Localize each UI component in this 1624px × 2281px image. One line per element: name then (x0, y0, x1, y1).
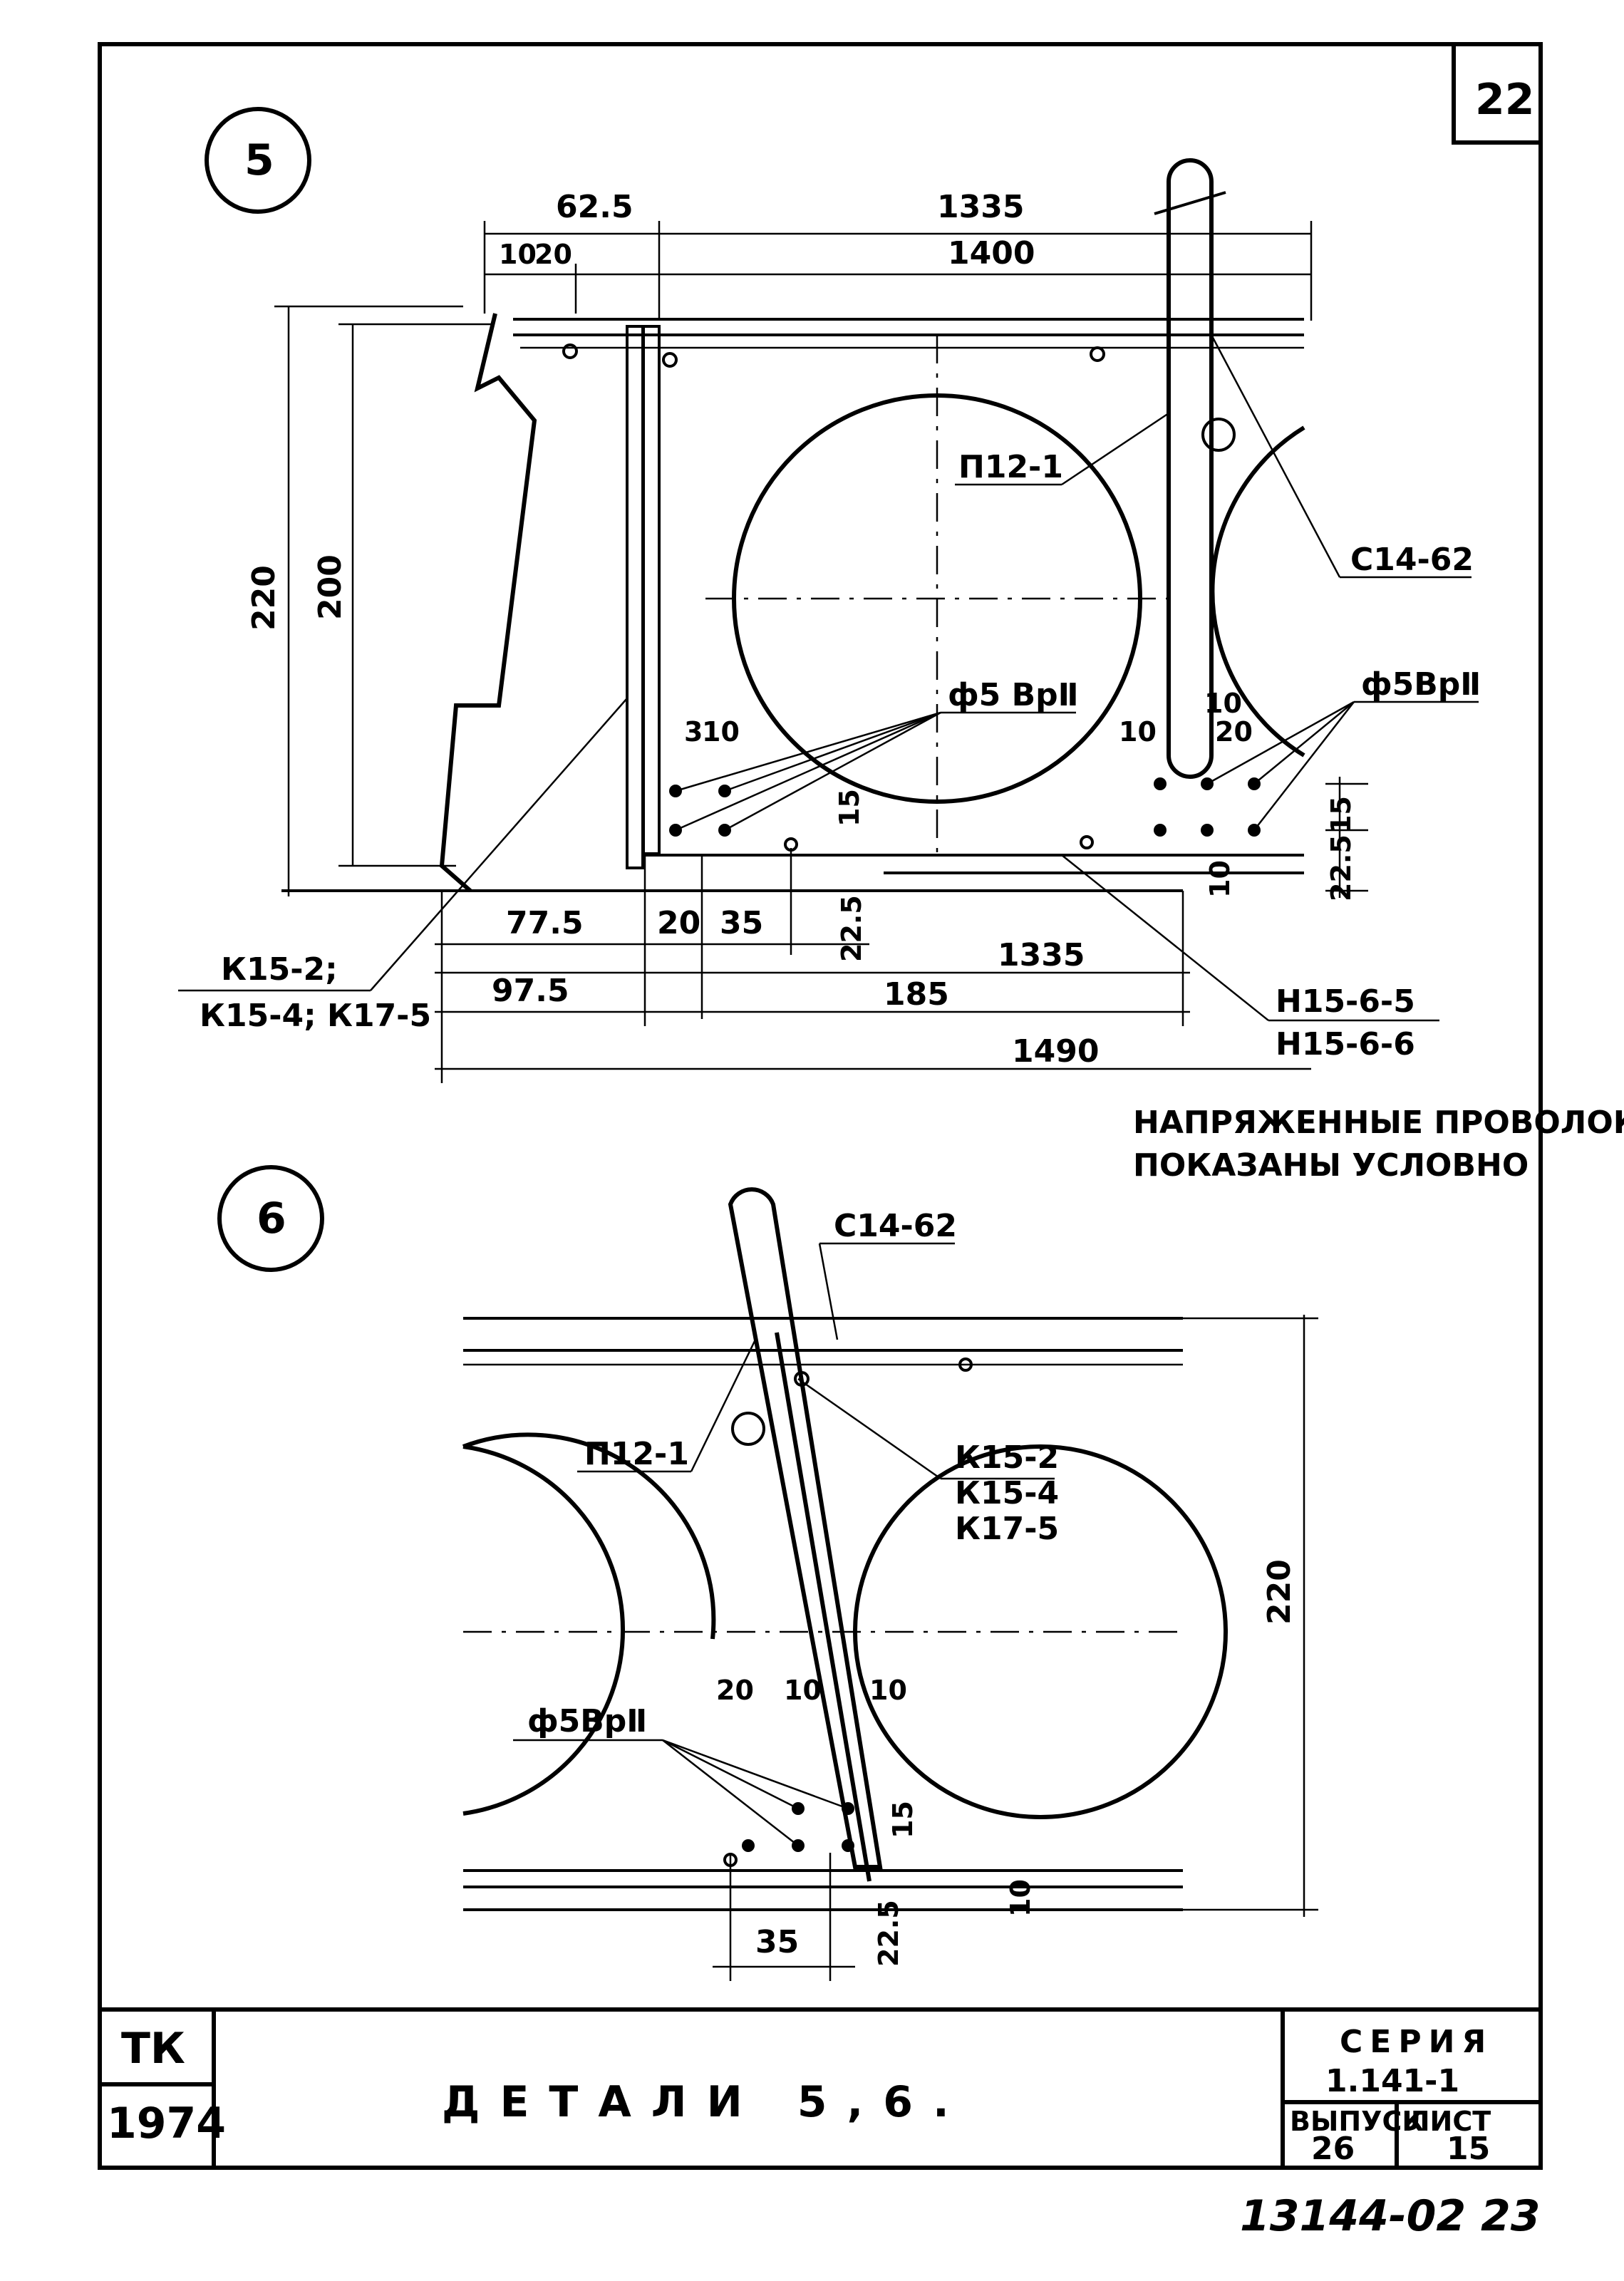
end-post (626, 325, 644, 869)
svg-text:10: 10 (869, 1675, 907, 1706)
svg-text:1490: 1490 (1012, 1033, 1099, 1070)
lifting-loop (1167, 158, 1214, 779)
svg-text:К17-5: К17-5 (955, 1511, 1059, 1547)
series-label: СЕРИЯ (1340, 2024, 1493, 2060)
hole-2 (662, 352, 678, 368)
title-block: ТК 1974 ДЕТАЛИ 5,6. СЕРИЯ 1.141-1 ВЫПУСК… (100, 2007, 1541, 2168)
note-line-1: НАПРЯЖЕННЫЕ ПРОВОЛОКИ (1133, 1105, 1624, 1141)
hole-1 (562, 343, 578, 359)
svg-text:ф5ВрⅡ: ф5ВрⅡ (1361, 666, 1481, 703)
year: 1974 (107, 2099, 226, 2148)
strands-6 (723, 1802, 854, 1867)
svg-text:200: 200 (312, 554, 348, 620)
hole-loop (1201, 418, 1236, 452)
org-code: ТК (121, 2024, 185, 2074)
svg-text:П12-1: П12-1 (958, 449, 1063, 485)
svg-text:ф5ВрⅡ: ф5ВрⅡ (527, 1703, 647, 1739)
svg-text:62.5: 62.5 (556, 189, 633, 225)
issue-value: 26 (1311, 2131, 1355, 2167)
svg-text:15: 15 (834, 789, 865, 827)
svg-text:20: 20 (534, 239, 572, 270)
svg-text:97.5: 97.5 (492, 973, 569, 1009)
svg-text:10: 10 (702, 716, 740, 748)
loop-break (1154, 191, 1226, 215)
detail-5: 5 (178, 107, 1481, 1083)
svg-text:1400: 1400 (948, 235, 1035, 271)
dims-bottom: 77.5 20 35 22.5 1335 97.5 185 1490 (435, 848, 1311, 1083)
svg-text:220: 220 (1261, 1559, 1298, 1625)
archive-stamp: 13144-02 23 (1240, 2191, 1541, 2241)
dims-left: 220 200 (246, 305, 492, 896)
svg-text:10: 10 (1119, 716, 1157, 748)
sheet-frame (98, 42, 1543, 2170)
svg-text:20: 20 (1215, 716, 1253, 748)
svg-text:220: 220 (246, 565, 282, 631)
svg-text:К15-4; К17-5: К15-4; К17-5 (200, 998, 431, 1034)
svg-text:77.5: 77.5 (506, 905, 584, 941)
svg-text:Н15-6-6: Н15-6-6 (1276, 1026, 1415, 1062)
svg-text:10: 10 (1005, 1879, 1036, 1917)
svg-text:22.5: 22.5 (836, 895, 867, 962)
svg-text:3: 3 (684, 716, 703, 748)
sheet-value: 15 (1447, 2131, 1490, 2167)
svg-text:К15-2;: К15-2; (221, 951, 338, 988)
svg-text:20: 20 (657, 905, 700, 941)
dims-strands: 3 10 15 10 10 20 15 22.5 10 (684, 688, 1368, 901)
sheet-number-box (1452, 44, 1541, 145)
svg-text:185: 185 (884, 976, 949, 1013)
svg-text:10: 10 (784, 1675, 822, 1706)
svg-text:10: 10 (1204, 688, 1242, 719)
strands-right (1080, 777, 1261, 849)
note-line-2: ПОКАЗАНЫ УСЛОВНО (1133, 1147, 1529, 1184)
svg-text:П12-1: П12-1 (584, 1436, 689, 1472)
svg-text:1335: 1335 (937, 189, 1024, 225)
callouts-detail5: П12-1 С14-62 ф5 ВрⅡ ф5ВрⅡ К15-2; К15-4; … (178, 334, 1481, 1062)
dims-top: 62.5 1335 10 20 1400 (483, 189, 1313, 321)
drawing-title: ДЕТАЛИ 5,6. (442, 2077, 969, 2127)
strands-left (669, 785, 798, 852)
detail-6: 6 С14-62 П12-1 (217, 1165, 1318, 1981)
detail-5-marker (205, 107, 311, 214)
svg-text:10: 10 (499, 239, 537, 270)
end-post-2 (642, 325, 661, 855)
detail-6-marker (217, 1165, 324, 1272)
svg-text:22.5: 22.5 (873, 1900, 904, 1967)
svg-text:10: 10 (1204, 860, 1236, 898)
hole-3 (1090, 346, 1105, 362)
svg-text:15: 15 (1325, 796, 1357, 834)
callouts-detail6: С14-62 П12-1 К15-2 К15-4 К17-5 ф5ВрⅡ (513, 1208, 1059, 1846)
sheet-number: 22 (1475, 75, 1535, 125)
series-value: 1.141-1 (1325, 2063, 1459, 2099)
svg-text:20: 20 (716, 1675, 754, 1706)
svg-text:С14-62: С14-62 (834, 1208, 957, 1244)
detail-6-label: 6 (257, 1194, 286, 1243)
dims-detail6: 220 20 10 10 15 10 35 22.5 (713, 1315, 1318, 1981)
svg-text:Н15-6-5: Н15-6-5 (1276, 983, 1415, 1020)
svg-text:35: 35 (755, 1924, 799, 1960)
void-left (462, 1444, 626, 1816)
sheet-label: ЛИСТ (1407, 2106, 1491, 2137)
svg-text:15: 15 (887, 1801, 919, 1838)
issue-label: ВЫПУСК (1290, 2106, 1424, 2137)
svg-text:1335: 1335 (998, 937, 1085, 973)
svg-text:С14-62: С14-62 (1350, 542, 1474, 578)
svg-text:К15-4: К15-4 (955, 1475, 1059, 1511)
end-profile (439, 313, 537, 893)
svg-text:35: 35 (720, 905, 763, 941)
lifting-loop-6 (728, 1187, 883, 1869)
svg-text:К15-2: К15-2 (955, 1439, 1059, 1476)
svg-text:ф5 ВрⅡ: ф5 ВрⅡ (948, 677, 1079, 713)
detail-5-label: 5 (244, 135, 274, 185)
void-left-2 (462, 1432, 716, 1640)
